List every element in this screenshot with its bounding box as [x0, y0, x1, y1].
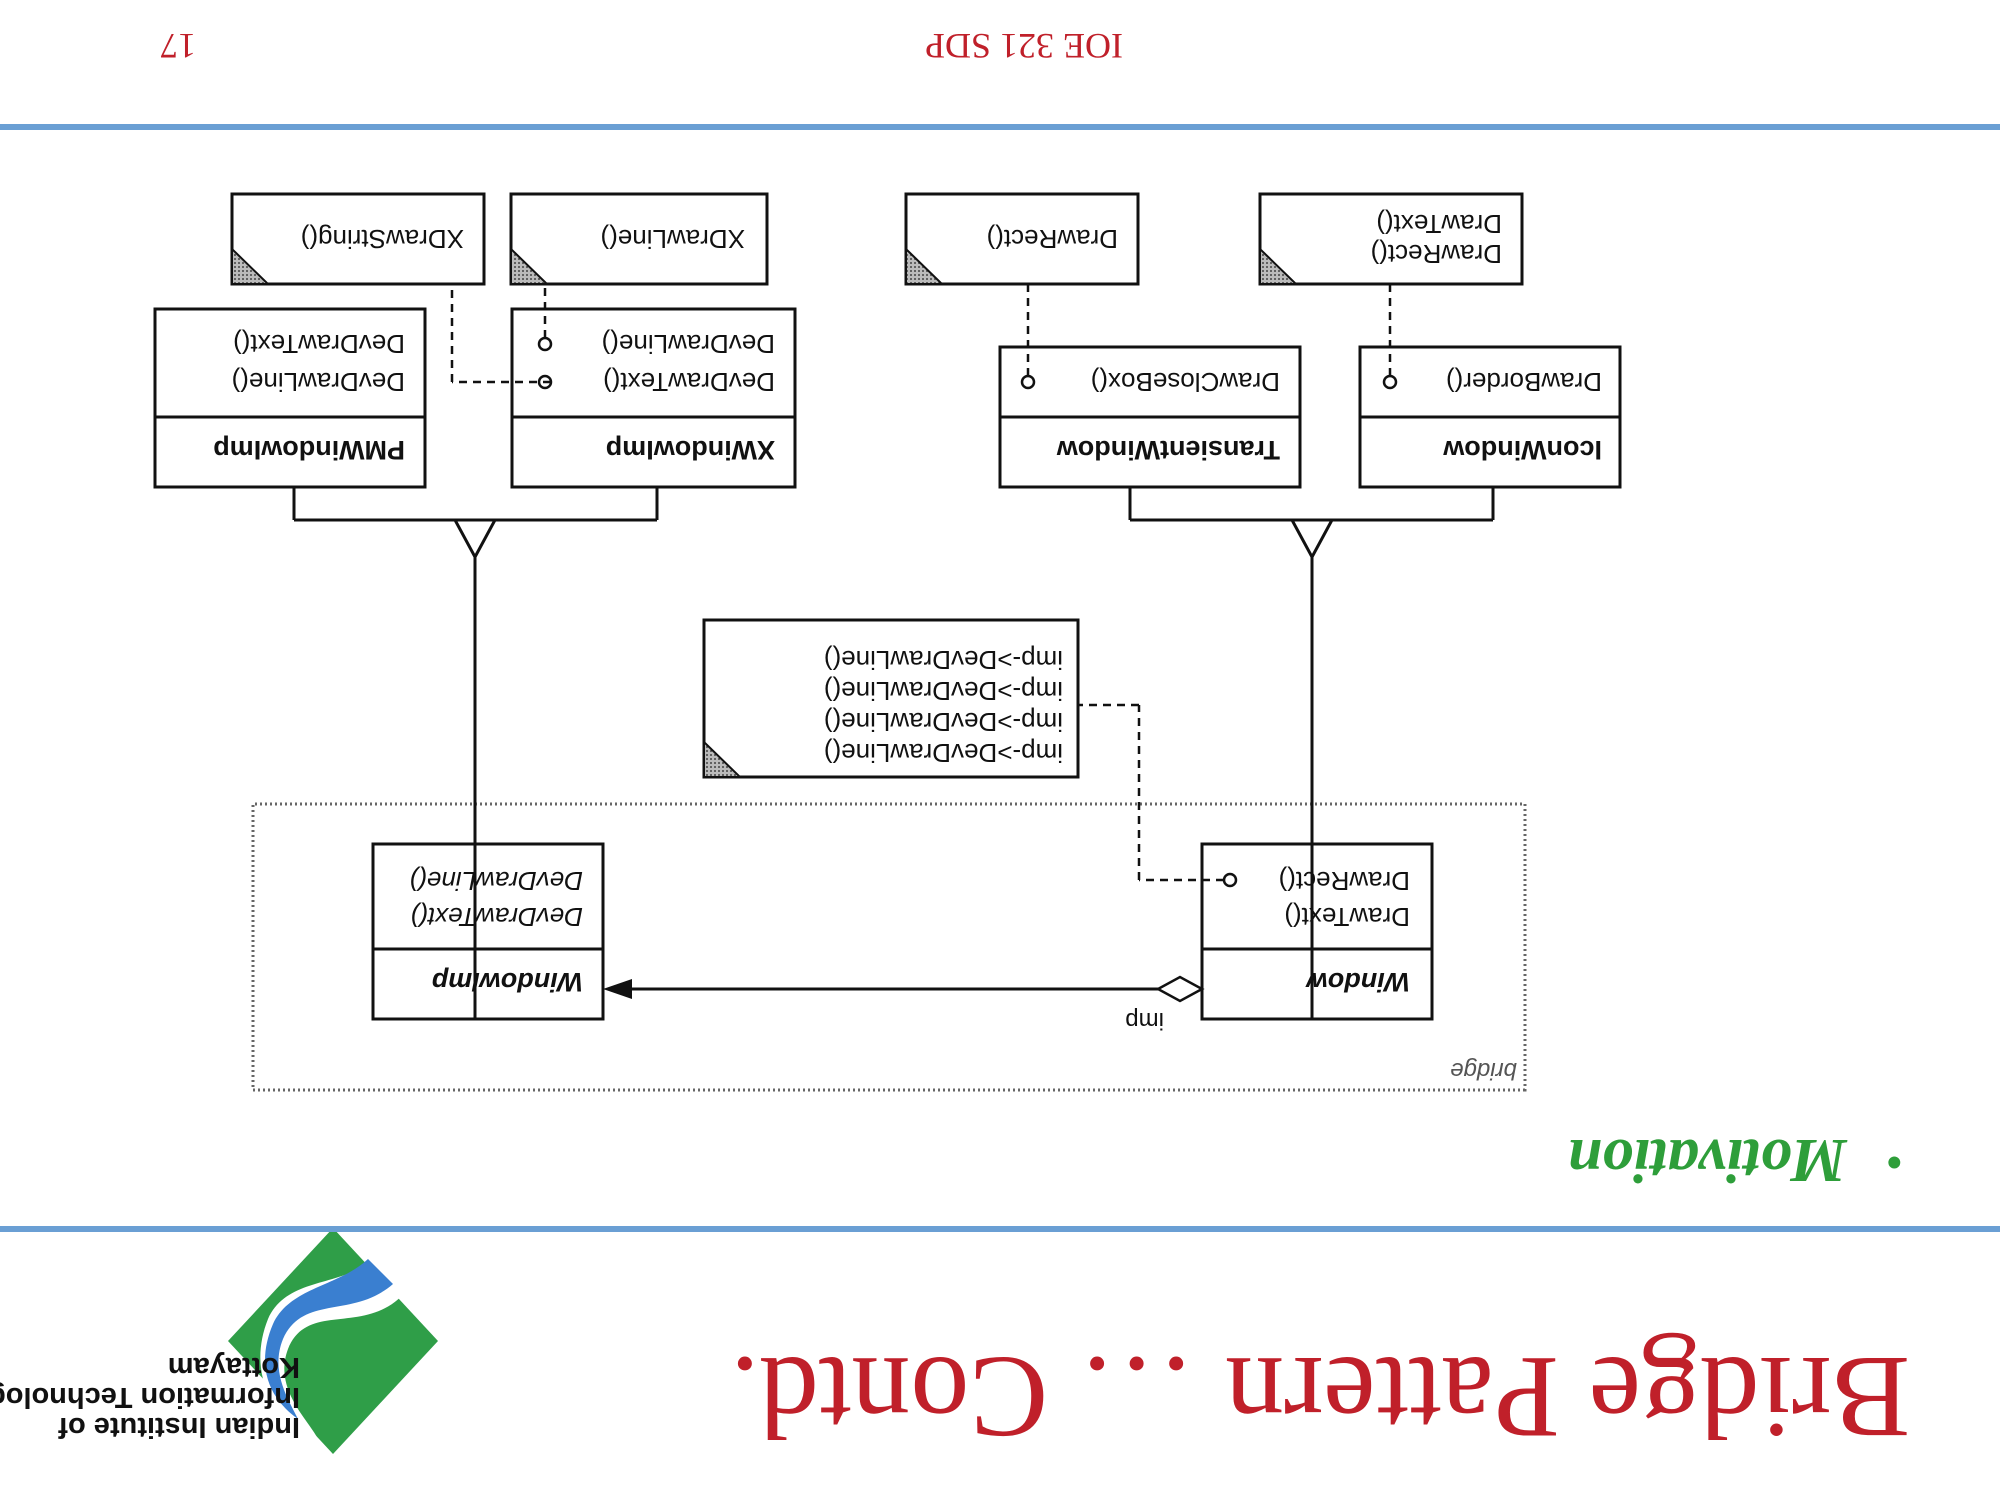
footer-page-number: 17 [160, 26, 196, 66]
windowimp-op-1: DevDrawText() [411, 902, 583, 932]
note-drawrect-line-2: imp->DevDrawLine() [824, 707, 1063, 737]
footer-course: IOE 321 SDP [924, 26, 1123, 66]
note-xdrawstring: XDrawString() [230, 192, 486, 286]
note-window-drawrect: imp->DevDrawLine() imp->DevDrawLine() im… [702, 618, 1224, 882]
inheritance-windowimp [292, 487, 659, 1019]
windowimp-name: WindowImp [432, 967, 583, 997]
association-imp: imp [603, 975, 1205, 1034]
inheritance-window [1128, 487, 1495, 1019]
xwindowimp-name: XWindowImp [606, 435, 775, 465]
pmwindowimp-op-2: DevDrawText() [233, 329, 405, 359]
association-imp-label: imp [1125, 1007, 1164, 1034]
note-drawrect-line-4: imp->DevDrawLine() [824, 645, 1063, 675]
windowimp-op-2: DevDrawLine() [410, 866, 583, 896]
note-transientwindow: DrawRect() [904, 192, 1140, 286]
class-windowimp: WindowImp DevDrawText() DevDrawLine() [371, 842, 605, 1021]
transientwindow-op-1: DrawCloseBox() [1091, 367, 1280, 397]
window-op-2: DrawRect() [1279, 866, 1410, 896]
note-iconwindow-line-1: DrawRect() [1371, 239, 1502, 269]
iconwindow-name: IconWindow [1442, 435, 1602, 465]
iconwindow-op-1: DrawBorder() [1446, 367, 1602, 397]
note-iconwindow-line-2: DrawText() [1376, 209, 1502, 239]
class-iconwindow: IconWindow DrawBorder() [1358, 284, 1622, 489]
note-transientwindow-line-1: DrawRect() [987, 224, 1118, 254]
window-op-1: DrawText() [1284, 902, 1410, 932]
note-xdrawline: XDrawLine() [509, 192, 769, 286]
class-window: Window DrawText() DrawRect() [1200, 842, 1434, 1021]
note-drawrect-line-3: imp->DevDrawLine() [824, 676, 1063, 706]
class-xwindowimp: XWindowImp DevDrawText() DevDrawLine() [450, 284, 797, 489]
note-xdrawline-line-1: XDrawLine() [601, 224, 746, 254]
bridge-frame-label: bridge [1450, 1057, 1517, 1084]
xwindowimp-op-2: DevDrawLine() [602, 329, 775, 359]
pmwindowimp-op-1: DevDrawLine() [232, 367, 405, 397]
transientwindow-name: TransientWindow [1056, 435, 1280, 465]
logo-wave-blue-shape [265, 1259, 393, 1419]
footer-rule [0, 124, 2000, 130]
iiit-kottayam-logo [228, 1228, 438, 1454]
window-name: Window [1305, 967, 1410, 997]
note-xdrawstring-line-1: XDrawString() [301, 224, 464, 254]
note-drawrect-line-1: imp->DevDrawLine() [824, 738, 1063, 768]
pmwindowimp-name: PMWindowImp [213, 435, 405, 465]
note-iconwindow: DrawRect() DrawText() [1258, 192, 1524, 286]
class-transientwindow: TransientWindow DrawCloseBox() [998, 284, 1302, 489]
class-pmwindowimp: PMWindowImp DevDrawLine() DevDrawText() [153, 307, 427, 489]
bridge-frame [251, 802, 1527, 1092]
xwindowimp-op-1: DevDrawText() [603, 367, 775, 397]
